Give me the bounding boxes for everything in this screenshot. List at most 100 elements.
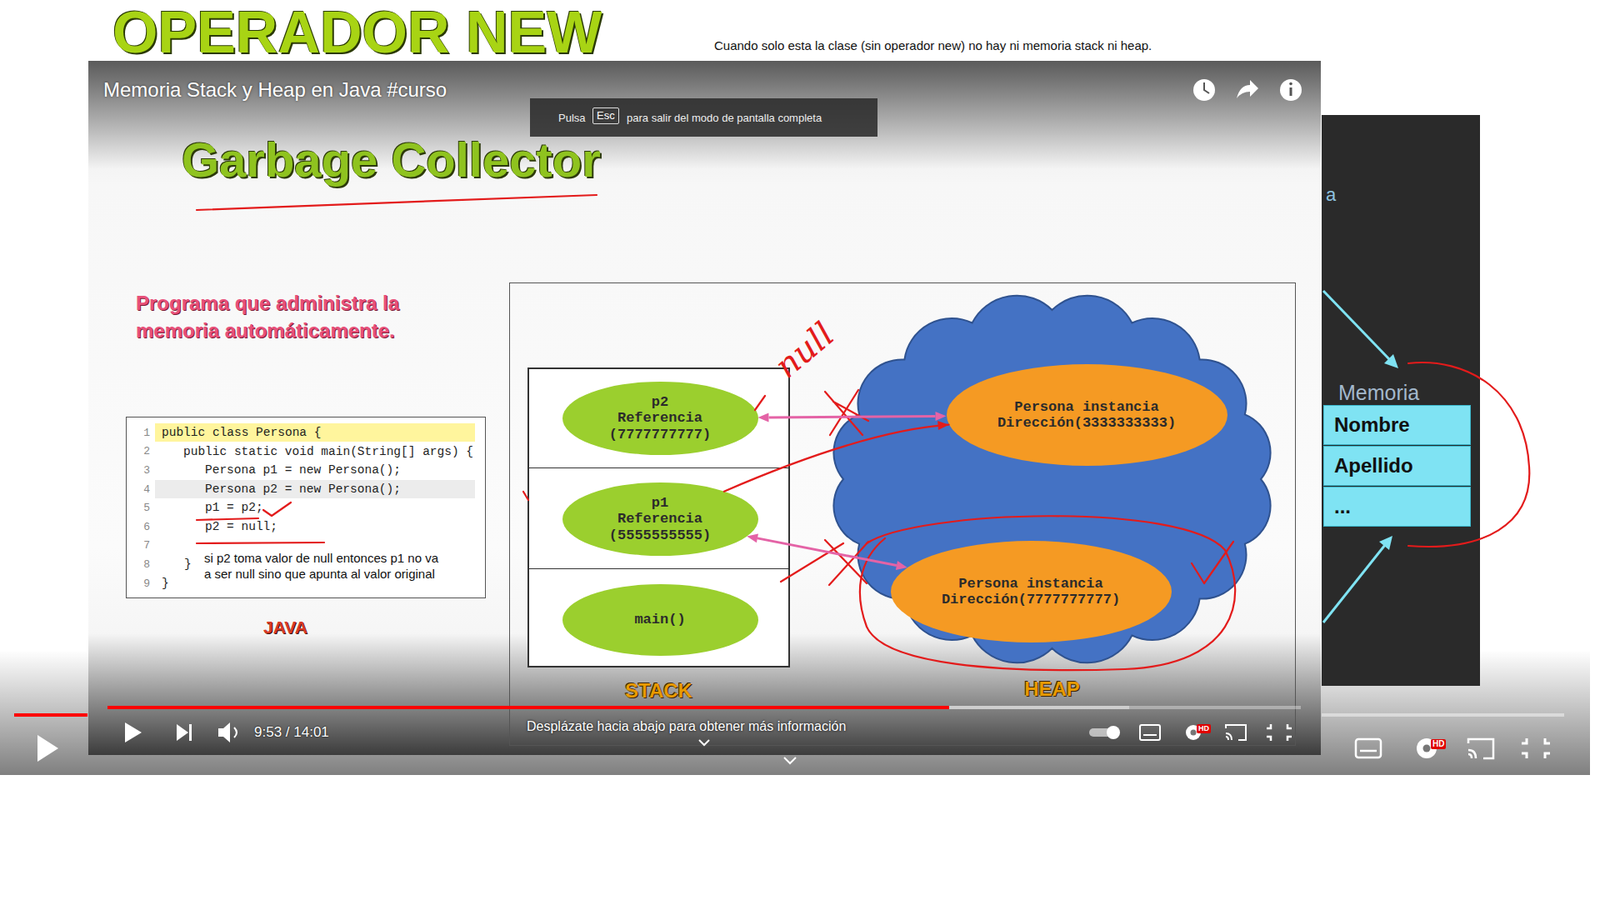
exit-fullscreen-icon: [1521, 738, 1550, 759]
code-row: 5p1 = p2;: [126, 498, 485, 518]
info-icon: [1289, 82, 1293, 86]
settings-icon: [1423, 745, 1431, 753]
line-number: 1: [126, 427, 150, 439]
volume-icon: [218, 722, 230, 743]
line-number: 2: [126, 445, 150, 457]
stack-divider: [529, 568, 789, 570]
code-line: public static void main(String[] args) {: [183, 445, 474, 459]
node-text: p2 Referencia (7777777777): [609, 394, 711, 442]
instance-ellipse: Persona instancia Dirección(3333333333): [946, 364, 1228, 466]
progress-bar: [1321, 713, 1565, 717]
code-row: 2 public static void main(String[] args) …: [126, 442, 485, 462]
instance-ellipse: Persona instancia Dirección(7777777777): [890, 540, 1172, 643]
label-holder: para salir del modo de pantalla completa: [626, 110, 822, 125]
label-holder: 9:53 / 14:01: [254, 724, 330, 741]
code-row: 3 Persona p1 = new Persona();: [126, 460, 485, 480]
code-line: p1 = p2;: [205, 501, 264, 515]
label-holder: null: [768, 330, 840, 370]
stack-divider: [529, 467, 789, 469]
cell-text: Nombre: [1334, 413, 1410, 437]
note-text: Cuando solo esta la clase (sin operador …: [714, 38, 1152, 54]
field-cell: Apellido: [1323, 445, 1471, 486]
node-text: main(): [634, 611, 685, 628]
label-holder: HD: [1430, 735, 1446, 750]
play-icon: [125, 722, 142, 743]
node-text: p1 Referencia (5555555555): [609, 495, 711, 543]
code-line: Persona p1 = new Persona();: [205, 464, 401, 477]
cast-icon: [1468, 739, 1494, 759]
subtitles-icon: [1143, 734, 1157, 736]
code-row: 6p2 = null;: [126, 517, 485, 537]
cast-icon: [1225, 725, 1246, 740]
label-holder: si p2 toma valor de null entonces p1 no …: [204, 550, 448, 582]
label-holder: HD: [1196, 719, 1211, 735]
code-row: 4Persona p2 = new Persona();: [126, 480, 485, 500]
info-icon: [1280, 79, 1302, 101]
slide-heading: Garbage Collector: [181, 133, 601, 187]
code-line: }: [161, 577, 170, 590]
label-holder: Garbage Collector: [181, 133, 601, 187]
ellipse-fill: [890, 540, 1172, 643]
scroll-chevron: [699, 740, 710, 745]
ellipse-fill: [946, 364, 1228, 466]
ellipse-fill: [562, 381, 759, 455]
region-label: HEAP: [816, 677, 1288, 701]
cut-letter: a: [1325, 184, 1336, 206]
label-holder: Pulsa: [558, 110, 586, 125]
cell-text: ...: [1334, 495, 1351, 519]
label-holder: Memoria Stack y Heap en Java #curso: [103, 77, 447, 103]
slide-subtitle: Programa que administra la memoria autom…: [135, 289, 436, 345]
ellipse-fill: [562, 584, 759, 656]
scroll-hint: Desplázate hacia abajo para obtener más …: [526, 718, 846, 735]
stack-box: STACKp2 Referencia (7777777777)p1 Refere…: [527, 367, 790, 668]
line-number: 9: [126, 578, 150, 590]
label-holder: a: [1325, 184, 1336, 206]
settings-icon: [1190, 730, 1197, 736]
hint-text: para salir del modo de pantalla completa: [626, 111, 822, 125]
info-icon: [1290, 87, 1293, 96]
code-line: }: [184, 558, 192, 571]
watch-later-icon: [1193, 79, 1215, 101]
handwritten-note: si p2 toma valor de null entonces p1 no …: [204, 550, 448, 582]
subtitles-icon: [1355, 739, 1381, 758]
line-number: 3: [126, 465, 150, 476]
video-title: Memoria Stack y Heap en Java #curso: [103, 77, 447, 103]
line-number: 7: [126, 540, 150, 551]
hd-badge: HD: [1430, 739, 1446, 750]
memory-panel: MemoriaNombreApellido...: [1321, 115, 1480, 686]
hint-text: Pulsa: [558, 111, 586, 125]
volume-icon: [234, 727, 237, 738]
hand-underline: [196, 195, 597, 210]
progress-bar: [14, 713, 88, 717]
cell-text: Apellido: [1334, 454, 1414, 478]
language-label: JAVA: [263, 616, 308, 639]
hand-cross: [780, 540, 869, 585]
watch-later-icon: [1204, 82, 1210, 94]
line-number: 4: [126, 484, 150, 495]
label-holder: Cuando solo esta la clase (sin operador …: [714, 38, 1152, 54]
progress-bar: [949, 705, 1130, 710]
title-holder: OPERADOR NEW: [112, 0, 602, 65]
reference-ellipse: p1 Referencia (5555555555): [562, 482, 759, 556]
page-title: OPERADOR NEW: [112, 0, 602, 65]
autoplay-toggle: [1106, 725, 1120, 740]
label-holder: Desplázate hacia abajo para obtener más …: [526, 718, 846, 735]
ellipse-fill: [562, 482, 759, 556]
reference-ellipse: p2 Referencia (7777777777): [562, 381, 759, 455]
code-line: public class Persona {: [161, 426, 321, 440]
node-text: Persona instancia Dirección(3333333333): [997, 399, 1176, 431]
share-icon: [1236, 80, 1259, 99]
label-holder: JAVA: [263, 616, 308, 639]
subtitles-icon: [1140, 725, 1160, 740]
progress-bar: [1129, 705, 1301, 710]
scroll-chevron: [784, 757, 796, 764]
field-cell: ...: [1323, 486, 1471, 527]
field-cell: Nombre: [1323, 405, 1471, 445]
time-display: 9:53 / 14:01: [254, 724, 330, 741]
next-icon: [189, 724, 192, 741]
key-cap: Esc: [592, 107, 620, 125]
play-icon: [37, 735, 59, 762]
code-line: p2 = null;: [205, 520, 278, 534]
heap-cloud: HEAPPersona instancia Dirección(33333333…: [816, 283, 1288, 675]
